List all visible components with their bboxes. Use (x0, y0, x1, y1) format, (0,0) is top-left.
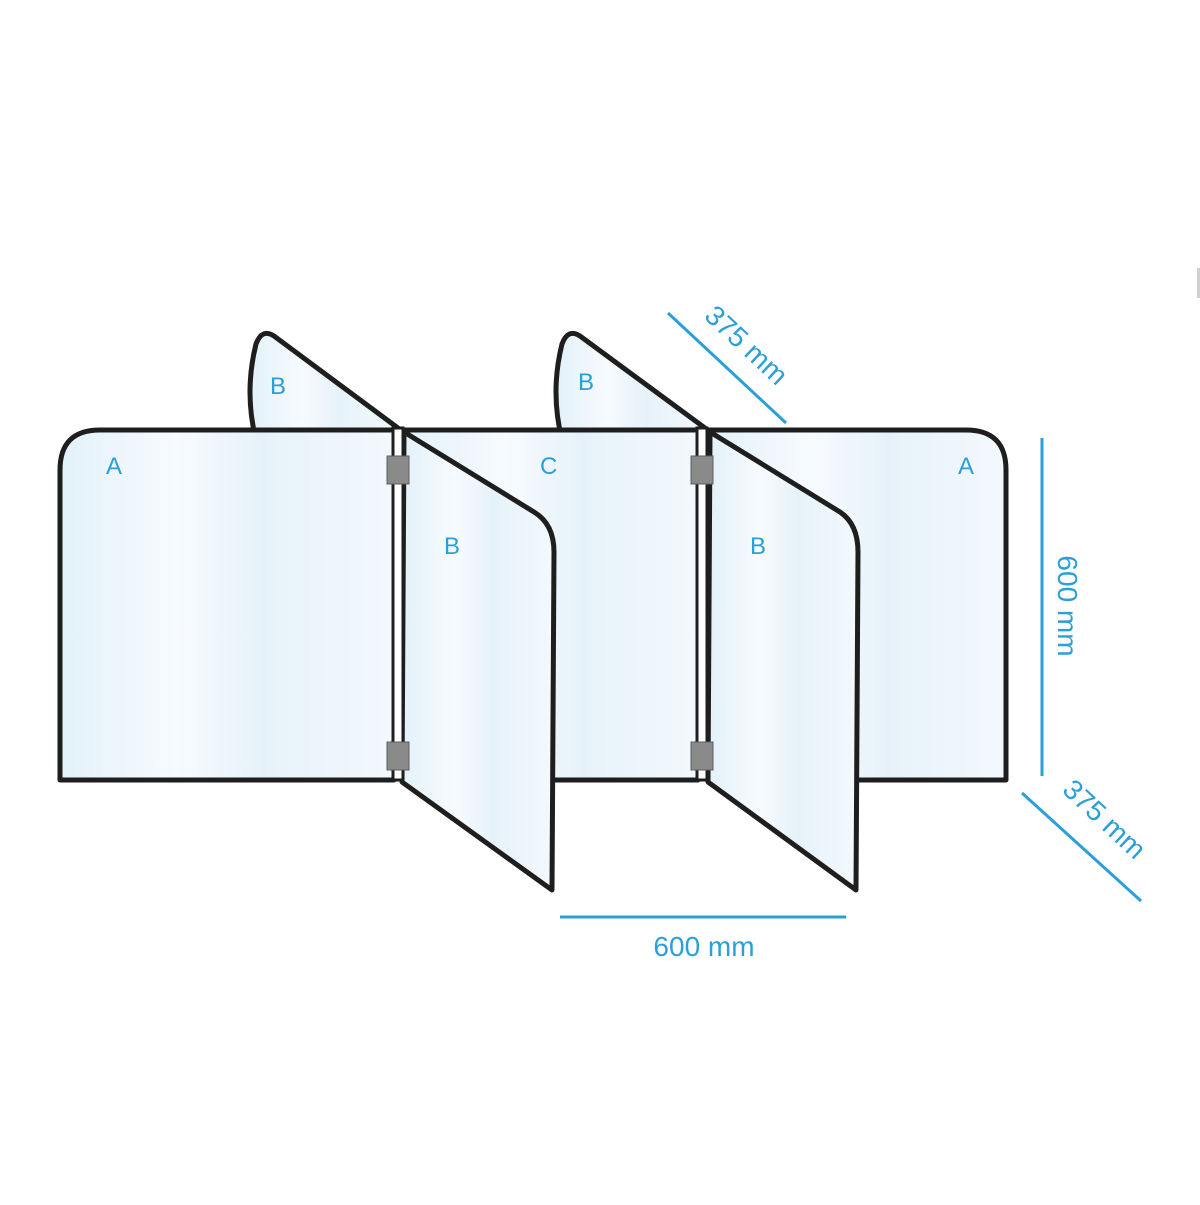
panel-label-a-right: A (958, 453, 974, 480)
hinge-left-bottom (386, 741, 410, 771)
panel-label-a-left: A (106, 453, 122, 480)
panel-label-b-front-left: B (444, 533, 460, 560)
panel-a-left (57, 427, 397, 783)
panel-b-front-right (705, 429, 861, 893)
hinge-right-bottom (690, 741, 714, 771)
post-left (391, 426, 405, 782)
panel-label-b-front-right: B (750, 533, 766, 560)
panel-label-b-back-right: B (578, 369, 594, 396)
post-right (695, 426, 709, 782)
panel-b-front-left (399, 429, 557, 893)
dimension-line-depth-top (666, 311, 788, 425)
hinge-left-top (386, 455, 410, 485)
dimension-line-depth-bottom (1020, 791, 1143, 903)
dimension-depth-bottom: 375 mm (1057, 773, 1152, 865)
dimension-height: 600 mm (1052, 555, 1083, 656)
edge-mark (1197, 268, 1200, 298)
panel-label-c-center: C (540, 453, 557, 480)
dimension-width: 600 mm (653, 931, 754, 962)
dimension-depth-top: 375 mm (699, 299, 794, 391)
panel-label-b-back-left: B (270, 373, 286, 400)
hinge-right-top (690, 455, 714, 485)
